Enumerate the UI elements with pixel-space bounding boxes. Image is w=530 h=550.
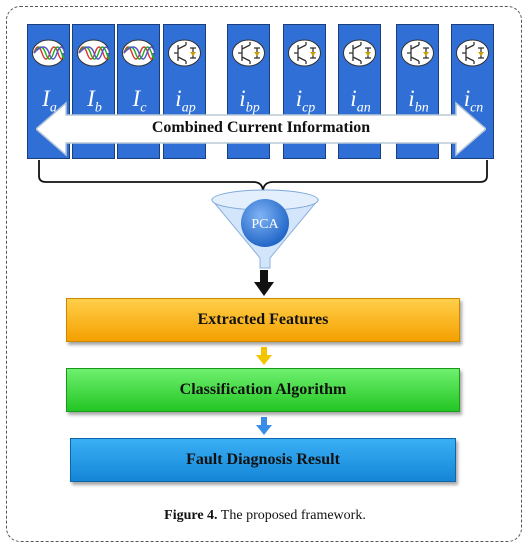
signal-card: icn bbox=[451, 24, 494, 159]
fault-diagnosis-result-box: Fault Diagnosis Result bbox=[70, 438, 456, 482]
transistor-switch-icon bbox=[456, 39, 489, 67]
transistor-switch-icon bbox=[343, 39, 376, 67]
caption-text: The proposed framework. bbox=[217, 508, 366, 523]
signal-label: Ia bbox=[42, 86, 57, 116]
transistor-switch-icon bbox=[288, 39, 321, 67]
combined-arrow-band bbox=[36, 101, 486, 157]
signal-label: icp bbox=[295, 86, 316, 116]
signal-label: Ib bbox=[87, 86, 102, 116]
three-phase-wave-icon bbox=[32, 39, 65, 67]
black-down-arrow bbox=[254, 270, 274, 296]
figure-frame bbox=[6, 6, 522, 542]
pca-label: PCA bbox=[251, 217, 279, 232]
pca-funnel: PCA bbox=[210, 189, 320, 269]
caption-prefix: Figure 4. bbox=[164, 508, 218, 523]
three-phase-wave-icon bbox=[77, 39, 110, 67]
combined-current-label: Combined Current Information bbox=[151, 119, 371, 136]
transistor-switch-icon bbox=[401, 39, 434, 67]
transistor-switch-icon bbox=[168, 39, 201, 67]
signal-label: ian bbox=[350, 86, 371, 116]
yellow-down-arrow bbox=[256, 347, 272, 365]
signal-card: iap bbox=[163, 24, 206, 159]
signal-label: ibn bbox=[408, 86, 429, 116]
extracted-features-box: Extracted Features bbox=[66, 298, 460, 342]
figure-caption: Figure 4. The proposed framework. bbox=[0, 508, 530, 524]
blue-down-arrow bbox=[256, 417, 272, 435]
classification-algorithm-box: Classification Algorithm bbox=[66, 368, 460, 412]
signal-label: ibp bbox=[239, 86, 260, 116]
signal-label: icn bbox=[463, 86, 484, 116]
transistor-switch-icon bbox=[232, 39, 265, 67]
three-phase-wave-icon bbox=[122, 39, 155, 67]
signal-label: Ic bbox=[132, 86, 147, 116]
signal-label: iap bbox=[175, 86, 196, 116]
